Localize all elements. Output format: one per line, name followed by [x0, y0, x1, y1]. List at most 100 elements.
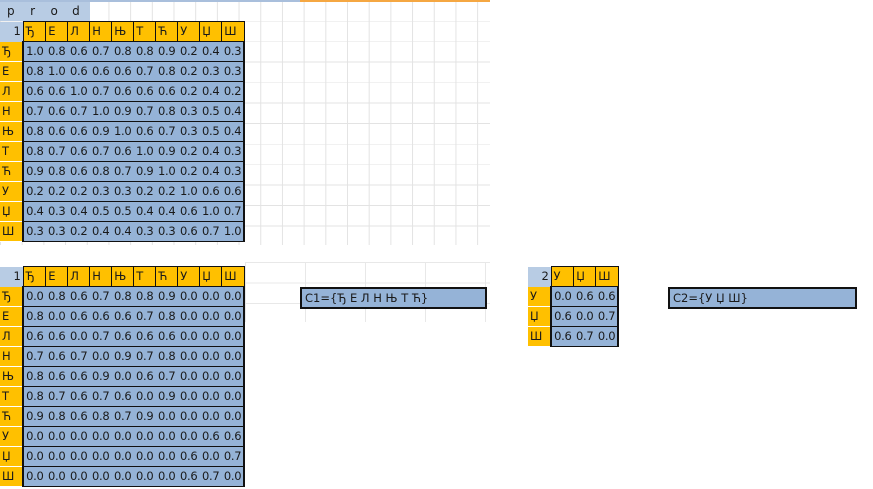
- value-cell[interactable]: 0.0: [199, 386, 222, 407]
- row-header[interactable]: Џ: [0, 446, 23, 467]
- row-header[interactable]: Л: [0, 326, 23, 347]
- value-cell[interactable]: 0.9: [155, 386, 178, 407]
- value-cell[interactable]: 0.0: [111, 446, 134, 467]
- value-cell[interactable]: 0.8: [22, 386, 46, 407]
- value-cell[interactable]: 0.0: [177, 306, 200, 327]
- value-cell[interactable]: 0.5: [199, 101, 222, 122]
- value-cell[interactable]: 0.6: [111, 306, 134, 327]
- column-header[interactable]: Ш: [221, 21, 245, 42]
- value-cell[interactable]: 0.0: [177, 326, 200, 347]
- value-cell[interactable]: 0.8: [155, 101, 178, 122]
- value-cell[interactable]: 0.3: [45, 201, 68, 222]
- value-cell[interactable]: 0.0: [177, 386, 200, 407]
- value-cell[interactable]: 1.0: [89, 101, 112, 122]
- value-cell[interactable]: 0.6: [22, 81, 46, 102]
- value-cell[interactable]: 0.9: [155, 286, 178, 307]
- value-cell[interactable]: 0.6: [155, 81, 178, 102]
- value-cell[interactable]: 0.7: [45, 141, 68, 162]
- value-cell[interactable]: 0.7: [22, 101, 46, 122]
- value-cell[interactable]: 0.8: [45, 406, 68, 427]
- value-cell[interactable]: 0.6: [111, 326, 134, 347]
- value-cell[interactable]: 0.0: [177, 406, 200, 427]
- value-cell[interactable]: 0.0: [221, 466, 246, 487]
- value-cell[interactable]: 0.3: [22, 221, 46, 242]
- column-header[interactable]: Ћ: [155, 266, 179, 287]
- value-cell[interactable]: 0.4: [199, 141, 222, 162]
- value-cell[interactable]: 0.7: [133, 61, 156, 82]
- value-cell[interactable]: 0.9: [133, 406, 156, 427]
- column-header[interactable]: Ш: [595, 266, 619, 287]
- value-cell[interactable]: 0.6: [550, 306, 574, 327]
- value-cell[interactable]: 0.6: [133, 326, 156, 347]
- value-cell[interactable]: 1.0: [22, 41, 46, 62]
- column-header[interactable]: У: [177, 266, 201, 287]
- value-cell[interactable]: 0.0: [22, 446, 46, 467]
- value-cell[interactable]: 0.5: [199, 121, 222, 142]
- value-cell[interactable]: 0.6: [45, 101, 68, 122]
- value-cell[interactable]: 0.0: [67, 326, 90, 347]
- value-cell[interactable]: 0.6: [89, 306, 112, 327]
- value-cell[interactable]: 1.0: [45, 61, 68, 82]
- value-cell[interactable]: 0.8: [133, 286, 156, 307]
- value-cell[interactable]: 0.0: [45, 446, 68, 467]
- value-cell[interactable]: 0.3: [111, 181, 134, 202]
- value-cell[interactable]: 0.2: [67, 221, 90, 242]
- value-cell[interactable]: 0.6: [67, 121, 90, 142]
- column-header[interactable]: Л: [67, 266, 91, 287]
- value-cell[interactable]: 0.2: [22, 181, 46, 202]
- value-cell[interactable]: 0.6: [221, 181, 246, 202]
- value-cell[interactable]: 0.9: [133, 161, 156, 182]
- value-cell[interactable]: 0.0: [89, 426, 112, 447]
- value-cell[interactable]: 0.4: [221, 121, 246, 142]
- value-cell[interactable]: 0.8: [45, 161, 68, 182]
- value-cell[interactable]: 0.6: [177, 466, 200, 487]
- value-cell[interactable]: 0.0: [155, 426, 178, 447]
- value-cell[interactable]: 0.9: [155, 41, 178, 62]
- value-cell[interactable]: 0.0: [133, 446, 156, 467]
- value-cell[interactable]: 0.8: [155, 346, 178, 367]
- value-cell[interactable]: 0.0: [22, 426, 46, 447]
- value-cell[interactable]: 1.0: [199, 201, 222, 222]
- value-cell[interactable]: 0.0: [67, 466, 90, 487]
- value-cell[interactable]: 0.0: [221, 386, 246, 407]
- value-cell[interactable]: 0.0: [221, 406, 246, 427]
- value-cell[interactable]: 0.6: [67, 366, 90, 387]
- value-cell[interactable]: 0.0: [177, 366, 200, 387]
- value-cell[interactable]: 0.6: [45, 121, 68, 142]
- row-header[interactable]: Е: [0, 61, 23, 82]
- column-header[interactable]: Ђ: [22, 266, 47, 287]
- value-cell[interactable]: 0.6: [177, 201, 200, 222]
- value-cell[interactable]: 0.0: [111, 426, 134, 447]
- value-cell[interactable]: 0.3: [177, 121, 200, 142]
- value-cell[interactable]: 0.3: [199, 61, 222, 82]
- value-cell[interactable]: 0.0: [199, 346, 222, 367]
- value-cell[interactable]: 1.0: [177, 181, 200, 202]
- column-header[interactable]: Џ: [199, 266, 223, 287]
- value-cell[interactable]: 0.8: [155, 61, 178, 82]
- value-cell[interactable]: 0.0: [550, 286, 574, 307]
- column-header[interactable]: Џ: [573, 266, 597, 287]
- value-cell[interactable]: 0.0: [595, 326, 620, 347]
- value-cell[interactable]: 0.6: [45, 81, 68, 102]
- value-cell[interactable]: 0.0: [22, 466, 46, 487]
- value-cell[interactable]: 0.3: [177, 101, 200, 122]
- value-cell[interactable]: 0.0: [133, 386, 156, 407]
- value-cell[interactable]: 0.6: [221, 426, 246, 447]
- value-cell[interactable]: 0.6: [133, 81, 156, 102]
- corner-cell[interactable]: 1: [0, 21, 23, 42]
- value-cell[interactable]: 0.6: [111, 386, 134, 407]
- value-cell[interactable]: 0.9: [111, 346, 134, 367]
- value-cell[interactable]: 0.4: [67, 201, 90, 222]
- value-cell[interactable]: 0.3: [89, 181, 112, 202]
- value-cell[interactable]: 1.0: [221, 221, 246, 242]
- cell[interactable]: p: [7, 4, 15, 18]
- value-cell[interactable]: 0.6: [199, 181, 222, 202]
- row-header[interactable]: Л: [0, 81, 23, 102]
- row-header[interactable]: У: [0, 181, 23, 202]
- value-cell[interactable]: 0.0: [155, 466, 178, 487]
- value-cell[interactable]: 0.0: [199, 286, 222, 307]
- value-cell[interactable]: 0.0: [177, 286, 200, 307]
- value-cell[interactable]: 0.0: [221, 346, 246, 367]
- value-cell[interactable]: 0.6: [177, 221, 200, 242]
- value-cell[interactable]: 0.7: [199, 466, 222, 487]
